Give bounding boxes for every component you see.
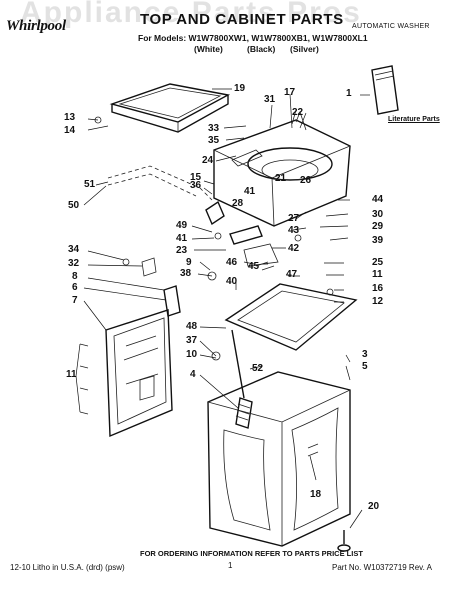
callout-7: 7 <box>72 295 78 306</box>
callout-17: 17 <box>284 87 296 98</box>
callout-37: 37 <box>186 335 198 346</box>
appliance-type: AUTOMATIC WASHER <box>352 23 430 30</box>
callout-29: 29 <box>372 221 384 232</box>
color-silver: (Silver) <box>290 44 319 54</box>
callout-30: 30 <box>372 209 384 220</box>
callout-5: 5 <box>362 361 368 372</box>
callout-26: 26 <box>300 175 312 186</box>
callout-18: 18 <box>310 489 322 500</box>
top-frame-drawing <box>213 109 351 227</box>
callout-36: 36 <box>190 180 202 191</box>
models-line: For Models: W1W7800XW1, W1W7800XB1, W1W7… <box>138 33 368 43</box>
callout-32: 32 <box>68 258 80 269</box>
callout-49: 49 <box>176 220 188 231</box>
callout-45: 45 <box>248 261 260 272</box>
callout-11b: 11 <box>66 369 77 380</box>
leveling-leg-drawing <box>337 530 351 552</box>
bracket-drawing <box>141 257 181 317</box>
callout-33: 33 <box>208 123 220 134</box>
callout-9: 9 <box>186 257 192 268</box>
page-number: 1 <box>228 561 233 570</box>
cabinet-drawing <box>207 371 351 547</box>
callout-42: 42 <box>288 243 300 254</box>
leader-lines <box>75 88 370 529</box>
callout-50: 50 <box>68 200 80 211</box>
callout-44: 44 <box>372 194 384 205</box>
lid-ring-drawing <box>224 283 358 351</box>
callout-3: 3 <box>362 349 368 360</box>
callout-52: 52 <box>252 363 264 374</box>
wire-harness-drawing <box>107 165 225 226</box>
callout-15: 15 <box>190 172 202 183</box>
callout-31: 31 <box>264 94 276 105</box>
part-number: Part No. W10372719 Rev. A <box>332 563 432 572</box>
callout-24: 24 <box>202 155 214 166</box>
callout-8: 8 <box>72 271 78 282</box>
callout-28: 28 <box>232 198 244 209</box>
ordering-info: FOR ORDERING INFORMATION REFER TO PARTS … <box>140 549 363 558</box>
callout-20: 20 <box>368 501 380 512</box>
callout-14: 14 <box>64 125 76 136</box>
callout-51: 51 <box>84 179 96 190</box>
callout-39: 39 <box>372 235 384 246</box>
callout-13: 13 <box>64 112 76 123</box>
callout-41: 41 <box>244 186 256 197</box>
callout-19: 19 <box>234 83 246 94</box>
color-black: (Black) <box>247 44 276 54</box>
callout-23: 23 <box>176 245 188 256</box>
watermark: Appliance Parts Pros <box>20 0 362 29</box>
callout-22: 22 <box>292 107 304 118</box>
shaft-spring-drawing <box>211 329 253 429</box>
literature-parts-label: Literature Parts <box>388 116 440 123</box>
callout-10: 10 <box>186 349 198 360</box>
callout-41b: 41 <box>176 233 188 244</box>
callout-11: 11 <box>372 269 383 280</box>
rear-panel-drawing <box>105 309 173 438</box>
callout-47: 47 <box>286 269 298 280</box>
callout-34: 34 <box>68 244 80 255</box>
callout-35: 35 <box>208 135 220 146</box>
callout-1: 1 <box>346 88 352 99</box>
page-title: TOP AND CABINET PARTS <box>140 11 344 28</box>
callout-40: 40 <box>226 276 238 287</box>
callout-38: 38 <box>180 268 192 279</box>
callout-16: 16 <box>372 283 384 294</box>
callout-46: 46 <box>226 257 238 268</box>
callout-21: 21 <box>275 173 287 184</box>
callout-4: 4 <box>190 369 196 380</box>
literature-booklet-drawing <box>371 65 399 115</box>
litho-info: 12-10 Litho in U.S.A. (drd) (psw) <box>10 563 125 572</box>
callout-6: 6 <box>72 282 78 293</box>
lid-drawing <box>109 83 231 133</box>
color-white: (White) <box>194 44 223 54</box>
callout-12: 12 <box>372 296 384 307</box>
brand-logo: Whirlpool <box>6 18 66 34</box>
callout-48: 48 <box>186 321 198 332</box>
callout-43: 43 <box>288 225 300 236</box>
callout-25: 25 <box>372 257 384 268</box>
latch-parts-drawing <box>207 225 302 281</box>
callout-27: 27 <box>288 213 300 224</box>
